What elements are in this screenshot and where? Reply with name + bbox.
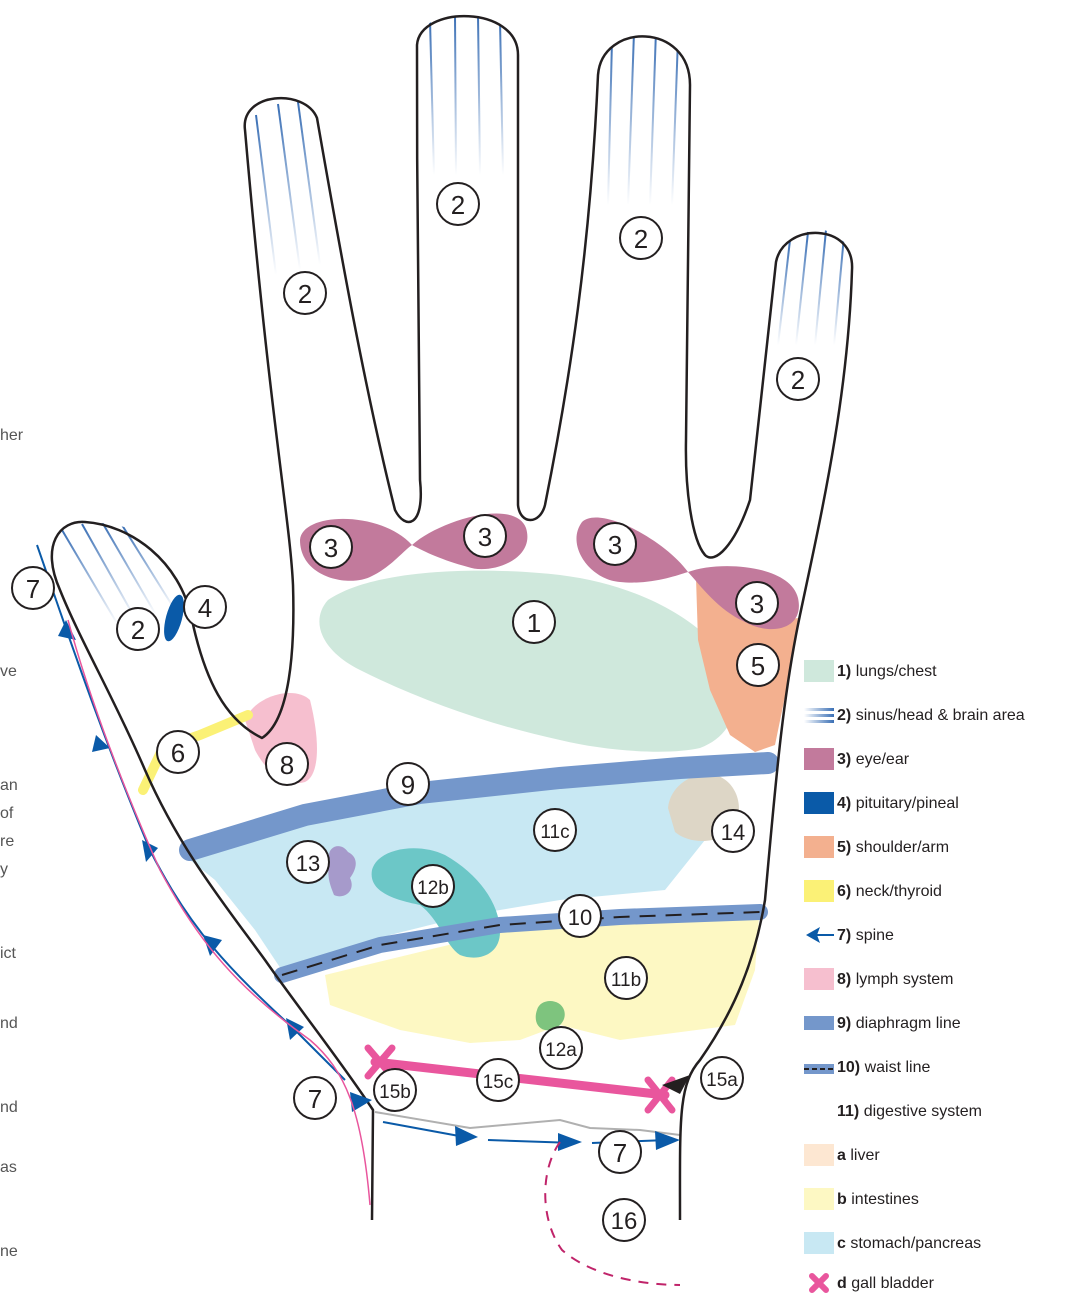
legend-item-digestive: 11) digestive system [800, 1096, 1066, 1122]
zone-text: 2 [634, 224, 648, 254]
zone-text: 5 [751, 651, 765, 681]
zone-text: 16 [611, 1208, 638, 1235]
legend-item-lymph: 8) lymph system [800, 964, 1066, 990]
legend-number: 11) [837, 1103, 859, 1120]
zone-text: 10 [568, 905, 592, 930]
zone-text: 4 [198, 593, 212, 623]
legend-item-liver: a liver [800, 1140, 1066, 1166]
lungs-chest-zone [319, 571, 736, 752]
zone-text: 2 [131, 615, 145, 645]
legend-item-shoulder-arm: 5) shoulder/arm [800, 832, 1066, 858]
legend-swatch [804, 748, 834, 770]
legend-item-stomach-pancreas: c stomach/pancreas [800, 1228, 1066, 1254]
zone-text: 9 [401, 770, 415, 800]
zone-text: 3 [750, 589, 764, 619]
wrist-crease [375, 1112, 680, 1135]
legend-number: 7) [837, 927, 851, 944]
legend-label: lymph system [856, 971, 954, 988]
zone-text: 3 [324, 533, 338, 563]
legend-label: intestines [851, 1191, 919, 1208]
zone-text: 6 [171, 738, 185, 768]
zone-text: 11b [611, 970, 641, 991]
legend-number: 4) [837, 795, 851, 812]
zone-text: 3 [608, 530, 622, 560]
legend-label: lungs/chest [856, 663, 937, 680]
legend-label: waist line [865, 1059, 931, 1076]
legend-label: spine [856, 927, 894, 944]
legend-swatch [804, 1188, 834, 1210]
legend-number: a [837, 1147, 846, 1164]
legend-number: 8) [837, 971, 851, 988]
zone-text: 2 [791, 365, 805, 395]
legend-swatch [804, 1144, 834, 1166]
zone-text: 7 [613, 1138, 627, 1168]
legend-swatch [804, 1016, 834, 1030]
zone-text: 7 [308, 1084, 322, 1114]
waist-line-icon [804, 1056, 834, 1078]
legend-swatch [804, 792, 834, 814]
zone-text: 8 [280, 750, 294, 780]
legend-item-lungs-chest: 1) lungs/chest [800, 656, 1066, 682]
legend-item-gall-bladder: d gall bladder [800, 1268, 1066, 1294]
legend-label: liver [850, 1147, 879, 1164]
legend-label: gall bladder [851, 1275, 934, 1292]
legend-item-neck-thyroid: 6) neck/thyroid [800, 876, 1066, 902]
zone-text: 15a [706, 1070, 738, 1091]
zone-text: 13 [296, 851, 320, 876]
gall-bladder-line [375, 1062, 665, 1095]
zone-text: 15c [483, 1072, 514, 1093]
legend-label: pituitary/pineal [856, 795, 959, 812]
zone-text: 14 [721, 820, 745, 845]
legend-item-spine: 7) spine [800, 920, 1066, 946]
legend-item-sinus-head: 2) sinus/head & brain area [800, 700, 1066, 726]
legend-label: shoulder/arm [856, 839, 949, 856]
legend-label: stomach/pancreas [850, 1235, 981, 1252]
legend-number: c [837, 1235, 846, 1252]
legend-swatch [804, 880, 834, 902]
legend-number: 3) [837, 751, 851, 768]
sinus-lines-icon [804, 704, 834, 726]
zone-text: 1 [527, 608, 541, 638]
legend-number: 5) [837, 839, 851, 856]
zone-text: 12a [545, 1040, 577, 1061]
legend-label: digestive system [864, 1103, 982, 1120]
legend-label: diaphragm line [856, 1015, 961, 1032]
legend-swatch [804, 836, 834, 858]
legend-item-intestines: b intestines [800, 1184, 1066, 1210]
legend-number: b [837, 1191, 847, 1208]
zone-text: 2 [298, 279, 312, 309]
legend-swatch [804, 1232, 834, 1254]
legend-number: 2) [837, 707, 851, 724]
zone-12a [536, 1001, 565, 1030]
legend-item-pituitary: 4) pituitary/pineal [800, 788, 1066, 814]
legend-item-diaphragm: 9) diaphragm line [800, 1008, 1066, 1034]
zone-text: 2 [451, 190, 465, 220]
zone-text: 7 [26, 574, 40, 604]
legend-number: d [837, 1275, 847, 1292]
zone-text: 15b [379, 1082, 411, 1103]
legend-swatch [804, 968, 834, 990]
legend-number: 9) [837, 1015, 851, 1032]
zone-text: 12b [417, 878, 449, 899]
legend-number: 1) [837, 663, 851, 680]
legend-number: 10) [837, 1059, 860, 1076]
legend-item-waist: 10) waist line [800, 1052, 1066, 1078]
zone-text: 11c [540, 822, 569, 843]
zone-text: 3 [478, 522, 492, 552]
spine-arrow-icon [804, 924, 834, 946]
pituitary-pineal-zone [160, 593, 188, 644]
legend-swatch [804, 660, 834, 682]
legend-number: 6) [837, 883, 851, 900]
legend-label: eye/ear [856, 751, 909, 768]
legend-item-eye-ear: 3) eye/ear [800, 744, 1066, 770]
legend-label: neck/thyroid [856, 883, 942, 900]
legend-label: sinus/head & brain area [856, 707, 1025, 724]
gall-bladder-cross-icon [804, 1272, 834, 1294]
